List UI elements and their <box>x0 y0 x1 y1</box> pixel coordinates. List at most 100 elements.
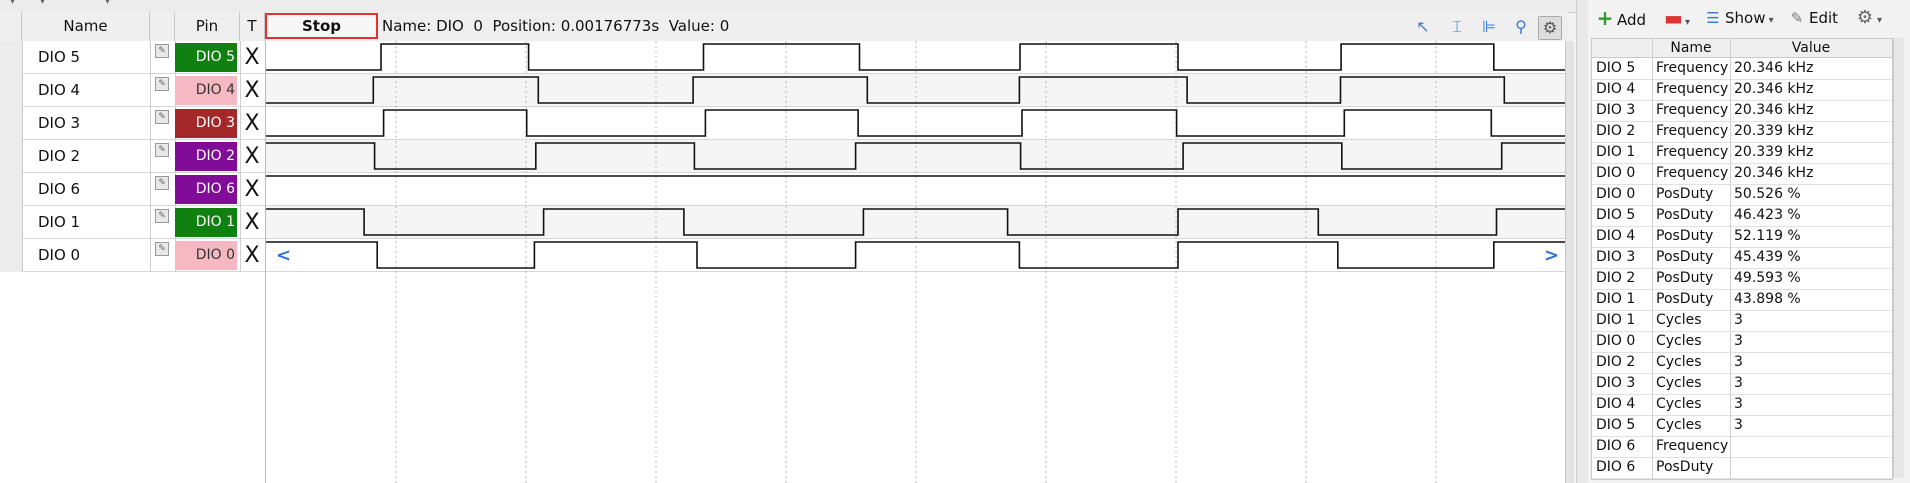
header-name[interactable]: Name <box>22 12 150 41</box>
row-channel: DIO 5 <box>1596 60 1636 76</box>
header-channel <box>1592 39 1652 57</box>
row-handle[interactable] <box>0 173 23 206</box>
channel-pin[interactable]: DIO 0 <box>175 241 237 270</box>
trigger-cell[interactable]: X <box>244 243 260 268</box>
channel-name[interactable]: DIO 5 <box>38 48 81 66</box>
list-icon: ☰ <box>1706 9 1720 27</box>
header-measure-name[interactable]: Name <box>1670 40 1712 56</box>
row-value: 20.346 kHz <box>1734 102 1814 118</box>
vertical-scrollbar[interactable] <box>1565 41 1574 483</box>
channel-name[interactable]: DIO 1 <box>38 213 81 231</box>
edit-channel-icon[interactable]: ✎ <box>155 44 169 58</box>
waveform-area[interactable]: <> <box>265 41 1566 483</box>
trigger-cell[interactable]: X <box>244 111 260 136</box>
channel-name[interactable]: DIO 3 <box>38 114 81 132</box>
channel-pin[interactable]: DIO 3 <box>175 109 237 138</box>
edit-label: Edit <box>1809 9 1839 27</box>
row-handle[interactable] <box>0 74 23 107</box>
edit-channel-icon[interactable]: ✎ <box>155 77 169 91</box>
edit-channel-icon[interactable]: ✎ <box>155 143 169 157</box>
show-button[interactable]: ☰Show ▾ <box>1704 7 1773 29</box>
row-measure: Frequency <box>1656 102 1729 118</box>
toolbar-arrow-icon[interactable]: ▾ <box>105 0 111 7</box>
gear-icon: ⚙ <box>1856 7 1874 28</box>
row-channel: DIO 3 <box>1596 375 1636 391</box>
trigger-cell[interactable]: X <box>244 210 260 235</box>
channel-row[interactable]: DIO 6 ✎ DIO 6 X <box>0 173 265 206</box>
channel-name[interactable]: DIO 0 <box>38 246 81 264</box>
add-button[interactable]: +Add <box>1596 7 1646 29</box>
row-handle[interactable] <box>0 140 23 173</box>
row-handle[interactable] <box>0 206 23 239</box>
row-handle[interactable] <box>0 41 23 74</box>
header-value[interactable]: Value <box>1791 40 1831 56</box>
channel-row[interactable]: DIO 4 ✎ DIO 4 X <box>0 74 265 107</box>
channel-pin[interactable]: DIO 5 <box>175 43 237 72</box>
header-trigger[interactable]: T <box>240 12 265 41</box>
edit-channel-icon[interactable]: ✎ <box>155 209 169 223</box>
stop-button[interactable]: Stop <box>265 13 378 39</box>
edit-channel-icon[interactable]: ✎ <box>155 110 169 124</box>
toolbar-arrow-icon[interactable]: ▾ <box>40 0 46 7</box>
scroll-right-icon[interactable]: > <box>1544 245 1559 266</box>
zoom-icon[interactable]: ⚲ <box>1515 17 1527 36</box>
trigger-cell[interactable]: X <box>244 144 260 169</box>
channel-row[interactable]: DIO 1 ✎ DIO 1 X <box>0 206 265 239</box>
align-left-icon[interactable]: ⊫ <box>1482 17 1496 36</box>
edit-channel-icon[interactable]: ✎ <box>155 176 169 190</box>
row-measure: Frequency <box>1656 81 1729 97</box>
cursor-marker-icon[interactable]: ⌶ <box>1452 17 1462 36</box>
row-handle[interactable] <box>0 107 23 140</box>
channel-name[interactable]: DIO 2 <box>38 147 81 165</box>
channel-pin[interactable]: DIO 4 <box>175 76 237 105</box>
trigger-cell[interactable]: X <box>244 177 260 202</box>
channel-row[interactable]: DIO 3 ✎ DIO 3 X <box>0 107 265 140</box>
channel-name[interactable]: DIO 4 <box>38 81 81 99</box>
channel-row[interactable]: DIO 5 ✎ DIO 5 X <box>0 41 265 74</box>
table-scrollbar[interactable] <box>1893 38 1904 478</box>
minus-icon: ▬ <box>1664 6 1683 30</box>
settings-button[interactable]: ⚙▾ <box>1856 7 1883 28</box>
remove-button[interactable]: ▬▾ <box>1664 6 1691 30</box>
channel-pin[interactable]: DIO 2 <box>175 142 237 171</box>
edit-channel-icon[interactable]: ✎ <box>155 242 169 256</box>
toolbar-arrow-icon[interactable]: ▾ <box>10 0 16 7</box>
channel-row[interactable]: DIO 0 ✎ DIO 0 X <box>0 239 265 272</box>
row-value: 46.423 % <box>1734 207 1801 223</box>
row-measure: PosDuty <box>1656 459 1714 475</box>
zoom-settings-icon[interactable]: ⚙ <box>1538 16 1562 40</box>
scroll-left-icon[interactable]: < <box>276 245 291 266</box>
header-pin[interactable]: Pin <box>175 12 240 41</box>
cursor-arrow-icon[interactable]: ↖ <box>1416 17 1430 36</box>
channel-pin[interactable]: DIO 6 <box>175 175 237 204</box>
channel-row[interactable]: DIO 2 ✎ DIO 2 X <box>0 140 265 173</box>
trigger-cell[interactable]: X <box>244 45 260 70</box>
edit-button[interactable]: ✎Edit <box>1788 7 1838 29</box>
channel-name[interactable]: DIO 6 <box>38 180 81 198</box>
row-handle[interactable] <box>0 239 23 272</box>
channel-pin[interactable]: DIO 1 <box>175 208 237 237</box>
signal-trace <box>266 142 1566 170</box>
row-measure: Cycles <box>1656 375 1702 391</box>
trigger-cell[interactable]: X <box>244 78 260 103</box>
